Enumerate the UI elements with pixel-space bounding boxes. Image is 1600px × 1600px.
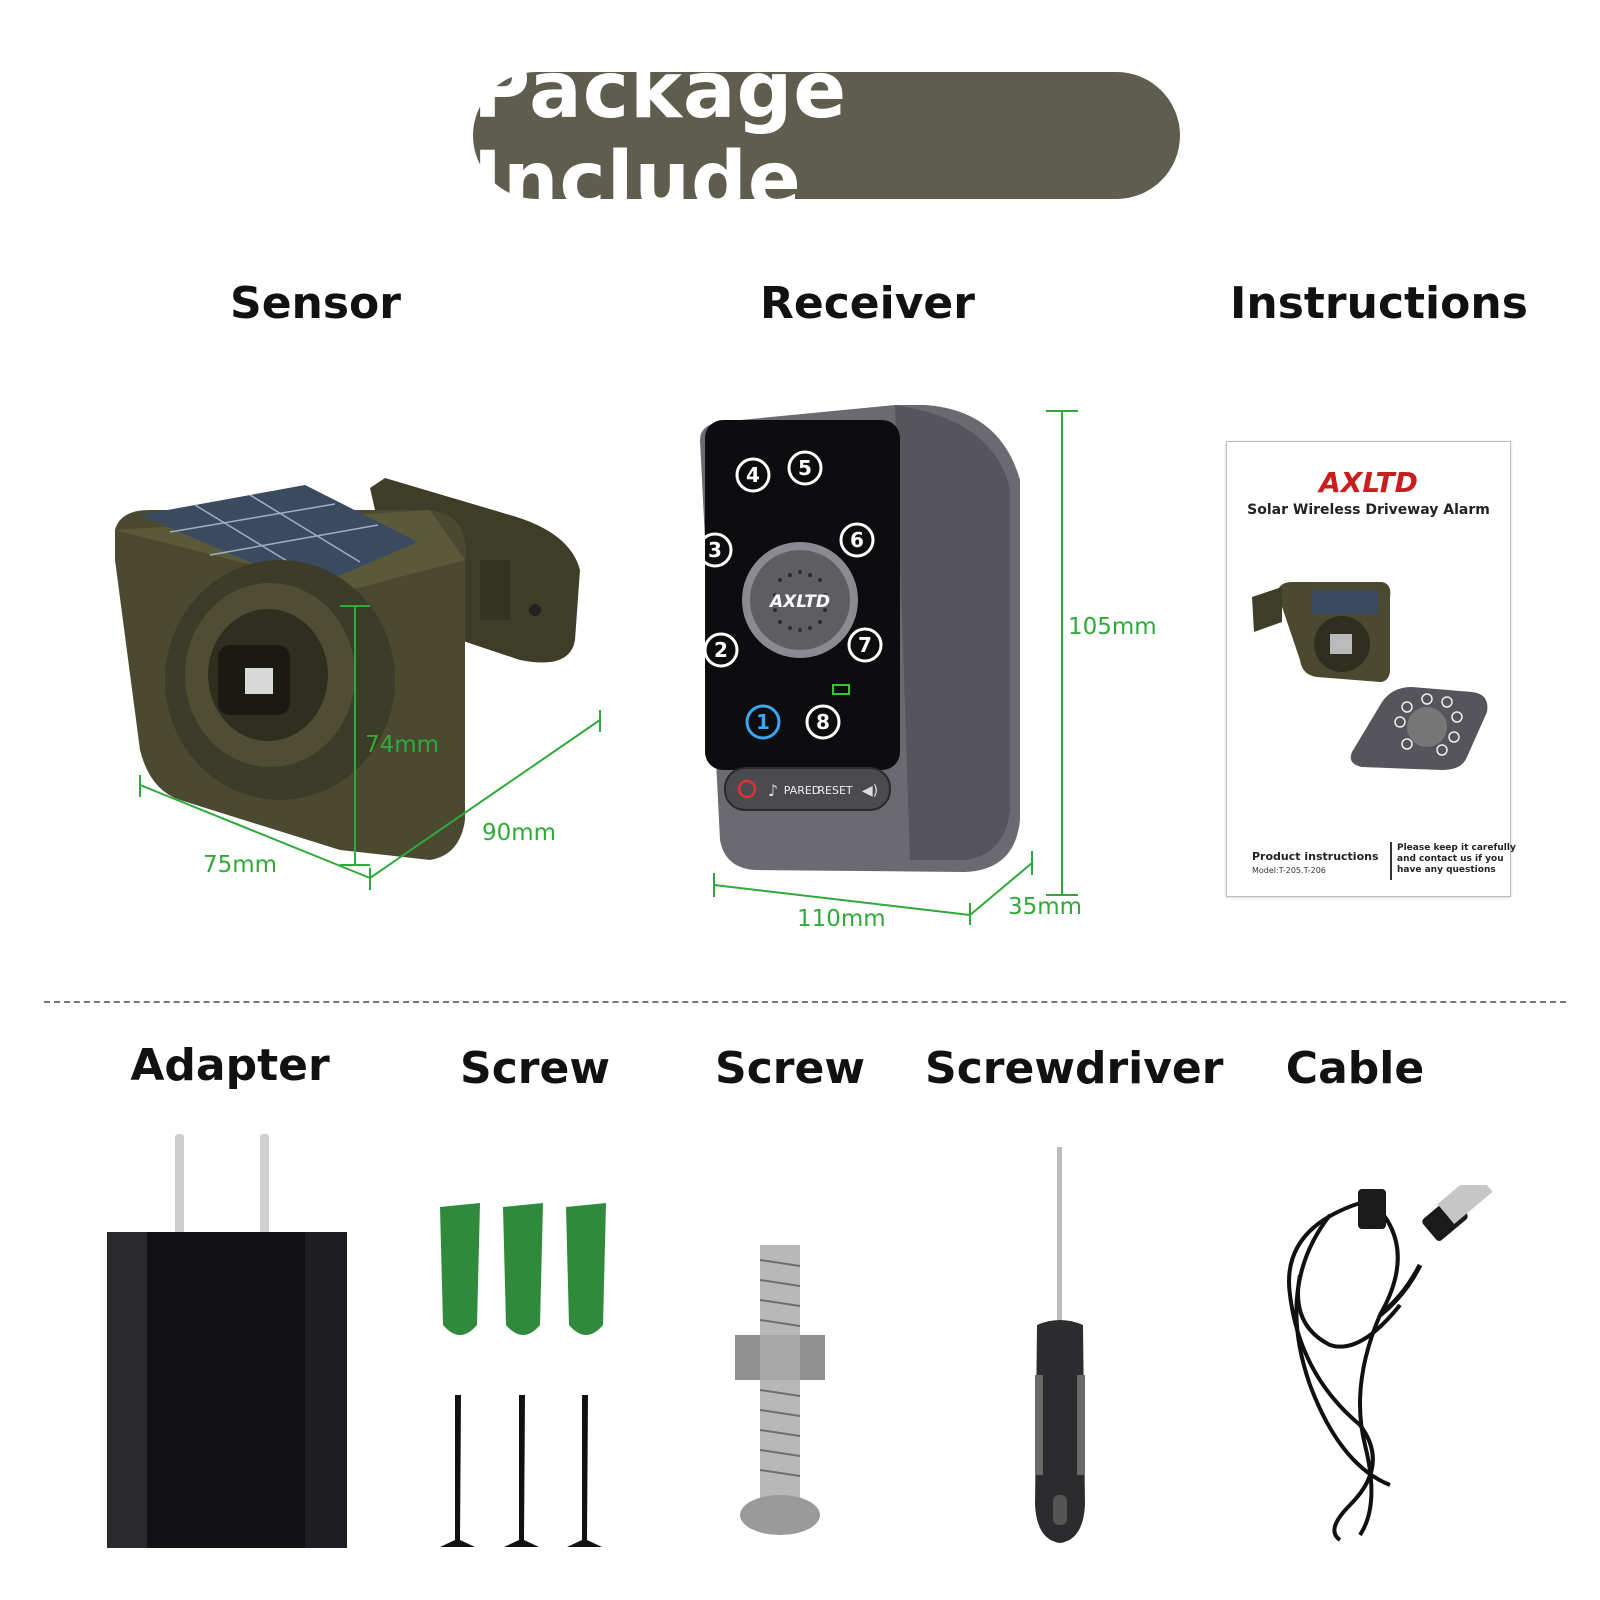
screw-label-2: Screw xyxy=(715,1043,865,1094)
manual-footer-title: Product instructions xyxy=(1252,850,1379,863)
sensor-dimension-lines xyxy=(139,605,601,890)
receiver-label: Receiver xyxy=(760,278,975,329)
svg-text:♪: ♪ xyxy=(768,781,778,800)
manual-footer-divider xyxy=(1390,842,1392,880)
instructions-label: Instructions xyxy=(1230,278,1528,329)
adapter-image xyxy=(107,1134,347,1548)
zone-4-label: 4 xyxy=(746,463,760,487)
manual-footer-note-3: have any questions xyxy=(1397,865,1496,875)
receiver-dimension-lines xyxy=(713,410,1078,925)
zone-7-label: 7 xyxy=(858,633,872,657)
reset-button-label: RESET xyxy=(817,784,853,797)
manual-footer-model: Model:T-205.T-206 xyxy=(1252,866,1326,875)
sensor-dim-height: 74mm xyxy=(365,732,440,758)
sensor-dim-width: 75mm xyxy=(203,852,278,878)
receiver-brand: AXLTD xyxy=(768,592,830,612)
page-title: Package Include xyxy=(473,45,848,226)
manual-brand: AXLTD xyxy=(1319,466,1418,499)
zone-3-label: 3 xyxy=(708,538,722,562)
screwdriver-label: Screwdriver xyxy=(925,1043,1224,1094)
receiver-image: AXLTD 1 2 3 4 5 6 7 8 ♪ PARED RESET ◀) xyxy=(697,405,1020,872)
section-divider xyxy=(44,1001,1566,1003)
sensor-label: Sensor xyxy=(230,278,401,329)
sensor-dim-depth: 90mm xyxy=(482,820,557,846)
manual-product-illustration xyxy=(1252,582,1488,770)
manual-footer-note-2: and contact us if you xyxy=(1397,854,1504,864)
sensor-image xyxy=(115,478,580,860)
zone-2-label: 2 xyxy=(714,638,728,662)
zone-8-label: 8 xyxy=(816,710,830,734)
manual-footer-note-1: Please keep it carefully xyxy=(1397,843,1516,853)
zone-rings xyxy=(697,450,883,740)
adapter-label: Adapter xyxy=(130,1040,330,1091)
manual-subtitle: Solar Wireless Driveway Alarm xyxy=(1247,502,1490,518)
title-banner: Package Include xyxy=(473,46,1180,226)
cable-image xyxy=(1287,1185,1493,1542)
screwdriver-image xyxy=(1035,1147,1085,1543)
bolt-image xyxy=(735,1245,825,1535)
screw-label-1: Screw xyxy=(460,1043,610,1094)
receiver-dim-width: 110mm xyxy=(797,906,886,932)
receiver-dim-depth: 35mm xyxy=(1008,894,1083,920)
receiver-dim-height: 105mm xyxy=(1068,614,1157,640)
svg-text:◀): ◀) xyxy=(862,783,878,799)
zone-1-label: 1 xyxy=(756,710,770,734)
zone-6-label: 6 xyxy=(850,528,864,552)
manual-footer-note: Please keep it carefully and contact us … xyxy=(1397,843,1516,876)
instruction-manual: AXLTD Solar Wireless Driveway Alarm Prod… xyxy=(1226,441,1516,897)
cable-label: Cable xyxy=(1285,1043,1425,1094)
anchors-and-screws-image xyxy=(440,1203,606,1547)
pared-button-label: PARED xyxy=(784,784,821,797)
zone-5-label: 5 xyxy=(798,456,812,480)
